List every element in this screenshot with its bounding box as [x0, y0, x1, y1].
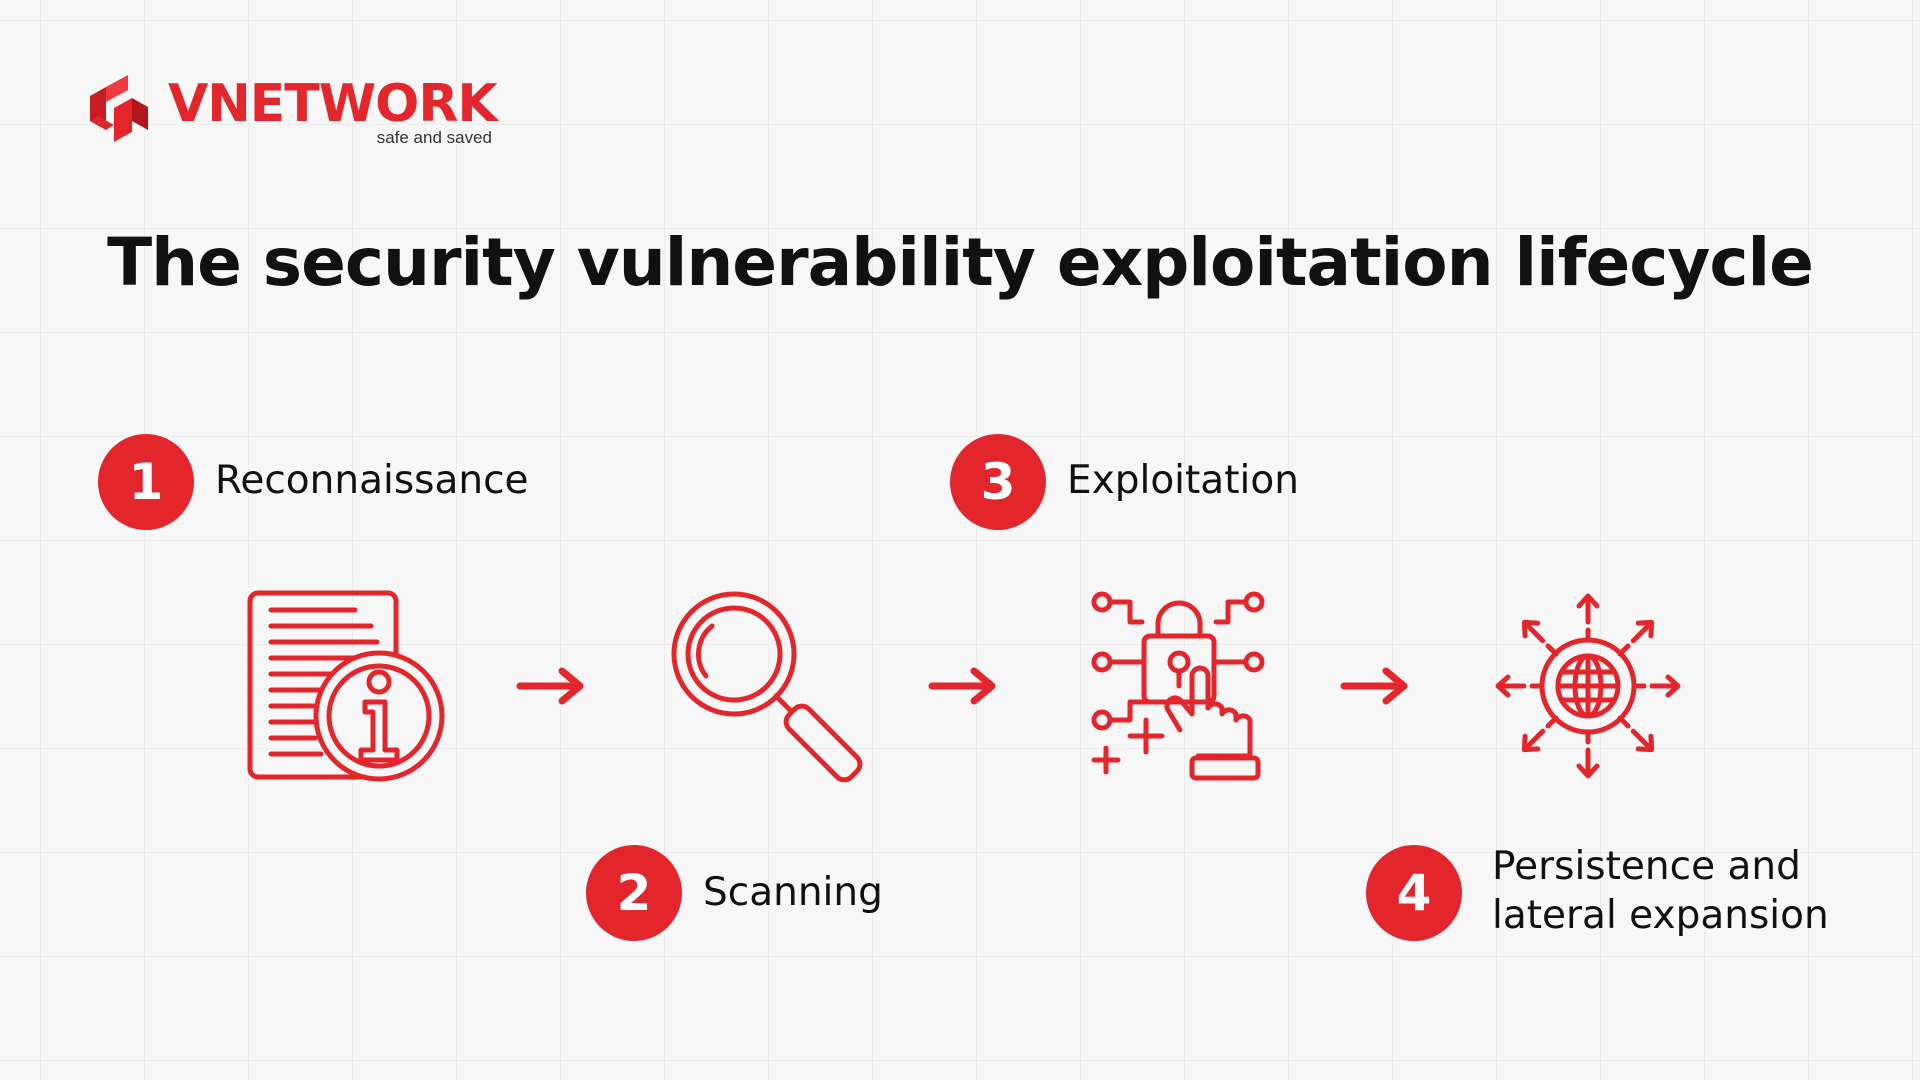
- magnifier-icon: [671, 591, 863, 783]
- arrow-right-icon: [516, 667, 584, 705]
- brand-tagline: safe and saved: [376, 128, 492, 147]
- circuit-lock-hand-icon: [1091, 591, 1265, 781]
- brand-logo: VNETWORK safe and saved: [84, 72, 504, 152]
- step-3-label: Exploitation: [1067, 458, 1299, 503]
- page-title: The security vulnerability exploitation …: [107, 224, 1814, 301]
- step-2-number: 2: [586, 845, 682, 941]
- globe-gear-arrows-icon: [1495, 593, 1681, 779]
- arrow-right-icon: [928, 667, 996, 705]
- document-info-icon: [247, 590, 445, 782]
- brand-name: VNETWORK: [168, 74, 498, 134]
- step-1-label: Reconnaissance: [215, 458, 529, 503]
- step-4-number: 4: [1366, 845, 1462, 941]
- step-1-number: 1: [98, 434, 194, 530]
- vnetwork-logo-icon: [90, 75, 148, 142]
- step-4-label-line-1: Persistence and: [1492, 844, 1801, 889]
- step-2-label: Scanning: [703, 870, 883, 915]
- step-4-label-line-2: lateral expansion: [1492, 893, 1829, 938]
- arrow-right-icon: [1340, 667, 1408, 705]
- step-3-number: 3: [950, 434, 1046, 530]
